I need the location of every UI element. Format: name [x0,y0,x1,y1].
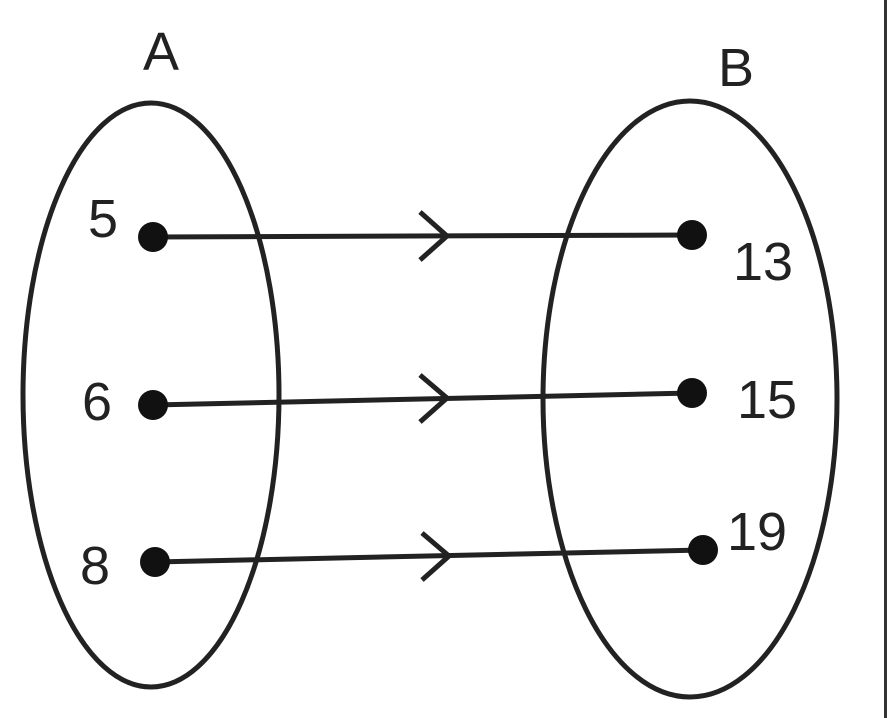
point-a-8 [140,547,170,577]
element-label-b: 19 [727,502,787,562]
element-label-b: 13 [733,232,793,292]
element-label-a: 5 [88,189,118,249]
set-b-ellipse [540,98,840,700]
mapping-arrow [152,210,693,262]
point-a-6 [138,390,168,420]
set-a-label: A [143,22,179,82]
element-label-a: 6 [82,372,112,432]
point-b-15 [677,378,707,408]
point-b-19 [688,535,718,565]
element-label-a: 8 [80,536,110,596]
set-b-label: B [718,38,754,98]
element-label-b: 15 [737,370,797,430]
mapping-arrow [154,531,704,582]
set-a-ellipse [20,100,282,690]
mapping-arrow [152,373,693,424]
point-b-13 [677,220,707,250]
point-a-5 [138,222,168,252]
